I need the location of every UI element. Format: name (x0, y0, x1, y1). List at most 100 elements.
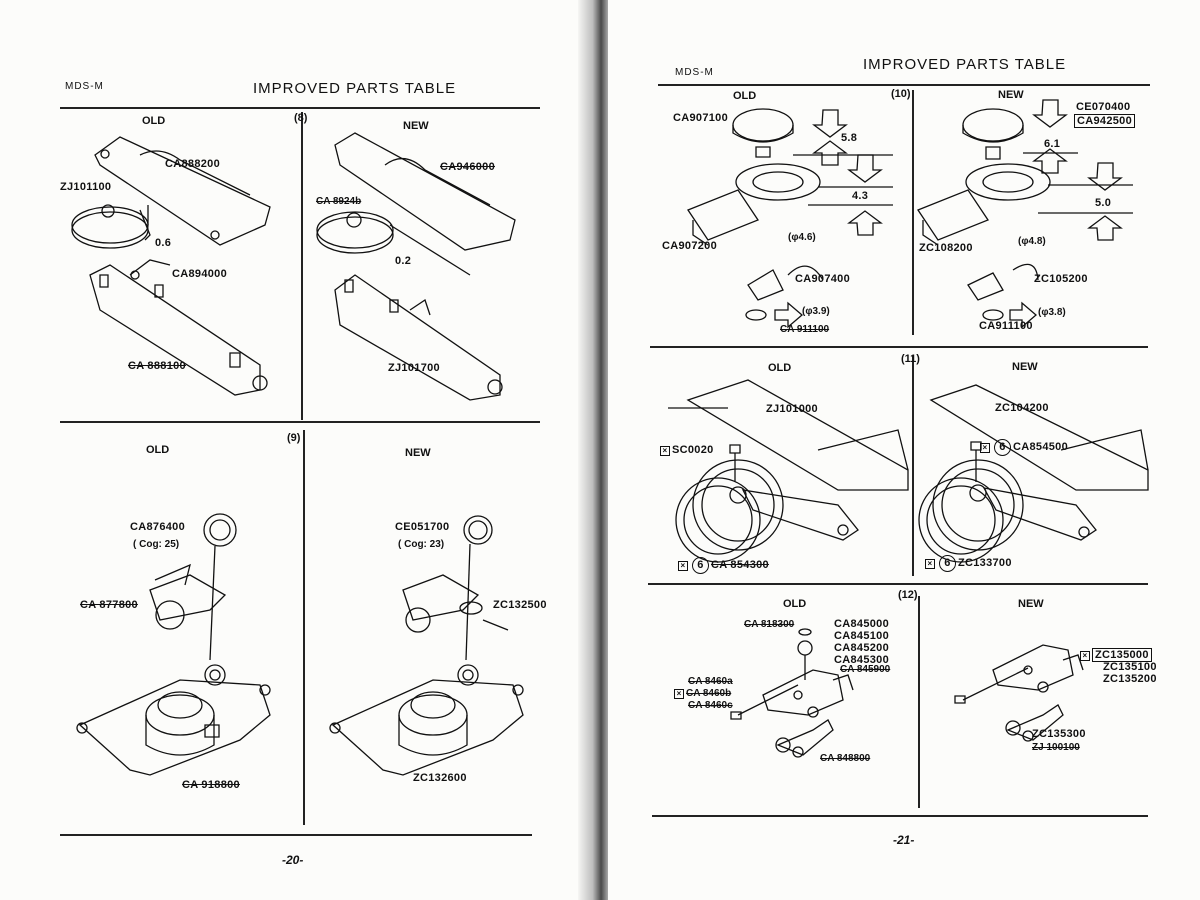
dim-phi-4-8: (φ4.8) (1018, 236, 1046, 247)
part-sc0020-label: SC0020 (672, 444, 714, 456)
dim-phi-3-9: (φ3.9) (802, 306, 830, 317)
divider-12 (918, 596, 920, 808)
part-ca942500: CA942500 (1074, 114, 1135, 128)
section-rule-8 (60, 421, 540, 423)
sec9-old-label: OLD (146, 444, 170, 456)
part-zc135300: ZC135300 (1032, 728, 1086, 740)
sec12-new-label: NEW (1018, 598, 1044, 610)
part-ca918800-old: CA 918800 (182, 779, 240, 791)
x-marker-icon: × (925, 559, 935, 569)
part-zj101000: ZJ101000 (766, 403, 818, 415)
sec10-old-illustration (678, 95, 903, 340)
sec10-new-illustration (918, 95, 1143, 340)
part-ca848800-old: CA 848800 (820, 753, 871, 764)
section-rule-12 (652, 815, 1148, 817)
sec10-old-label: OLD (733, 90, 757, 102)
page-title: IMPROVED PARTS TABLE (863, 56, 1067, 73)
sec11-old-illustration (658, 370, 908, 570)
part-zc132500: ZC132500 (493, 599, 547, 611)
part-ca8924b-old: CA 8924b (316, 196, 362, 207)
part-ca888200: CA888200 (165, 158, 220, 170)
dim-6-1: 6.1 (1044, 138, 1061, 150)
dim-4-3: 4.3 (852, 190, 869, 202)
sec11-new-illustration (916, 370, 1148, 570)
part-zc105200: ZC105200 (1034, 273, 1088, 285)
dim-phi-4-6: (φ4.6) (788, 232, 816, 243)
part-ce070400: CE070400 (1076, 101, 1131, 113)
part-zc135200: ZC135200 (1103, 673, 1157, 685)
part-ca845200: CA845200 (834, 642, 889, 654)
sec12-new-illustration (948, 630, 1108, 760)
sec12-old-illustration (718, 620, 918, 775)
x-marker-icon: × (980, 443, 990, 453)
qty-circle: 6 (939, 555, 956, 572)
part-zj101100: ZJ101100 (60, 181, 112, 193)
sec11-old-label: OLD (768, 362, 792, 374)
sec10-number: (10) (891, 88, 911, 100)
sec11-number: (11) (901, 353, 920, 365)
part-ca845100: CA845100 (834, 630, 889, 642)
qty-circle: 6 (994, 439, 1011, 456)
part-zc132600: ZC132600 (413, 772, 467, 784)
part-ca876400: CA876400 (130, 521, 185, 533)
part-ca8460b-old: ×CA 8460b (674, 688, 731, 699)
part-zc133700-label: ZC133700 (958, 557, 1012, 569)
part-ca818300-old: CA 818300 (744, 619, 795, 630)
divider-11 (912, 356, 914, 576)
dim-0-2: 0.2 (395, 255, 412, 267)
part-ca854500-label: CA854500 (1013, 441, 1068, 453)
part-ca845900-old: CA 845900 (840, 664, 891, 675)
cog-23: ( Cog: 23) (398, 539, 445, 550)
part-ca845300: CA845300 (834, 654, 889, 666)
part-zc135000-label: ZC135000 (1092, 648, 1152, 662)
part-ce051700: CE051700 (395, 521, 450, 533)
section-rule-9 (60, 834, 532, 836)
section-rule-11 (648, 583, 1148, 585)
sec9-old-illustration (60, 510, 300, 800)
dim-5-0: 5.0 (1095, 197, 1112, 209)
divider-8 (301, 112, 303, 420)
sec8-number: (8) (294, 112, 308, 124)
part-ca854300-label: CA 854300 (711, 559, 769, 571)
part-ca907200: CA907200 (662, 240, 717, 252)
divider-10 (912, 90, 914, 335)
left-page: MDS-M IMPROVED PARTS TABLE OLD (8) NEW C… (0, 0, 590, 900)
part-ca907100: CA907100 (673, 112, 728, 124)
dim-phi-3-8: (φ3.8) (1038, 307, 1066, 318)
part-ca946000-old: CA946000 (440, 161, 495, 173)
sec8-new-illustration (310, 125, 540, 410)
sec9-new-label: NEW (405, 447, 431, 459)
sec9-new-illustration (318, 510, 540, 800)
qty-circle: 6 (692, 557, 709, 574)
cog-25: ( Cog: 25) (133, 539, 180, 550)
part-ca911100-old: CA 911100 (780, 324, 830, 335)
x-marker-icon: × (1080, 651, 1090, 661)
page-number: -20- (282, 853, 304, 867)
part-ca8460c-old: CA 8460c (688, 700, 733, 711)
sec9-number: (9) (287, 432, 301, 444)
dim-0-6: 0.6 (155, 237, 172, 249)
part-ca894000: CA894000 (172, 268, 227, 280)
sec10-new-label: NEW (998, 89, 1024, 101)
sec8-old-label: OLD (142, 115, 166, 127)
x-marker-icon: × (660, 446, 670, 456)
part-ca888100-old: CA 888100 (128, 360, 186, 372)
right-page: MDS-M IMPROVED PARTS TABLE OLD (10) NEW (608, 0, 1200, 900)
page-title: IMPROVED PARTS TABLE (253, 80, 457, 97)
sec11-new-label: NEW (1012, 361, 1038, 373)
part-ca907400: CA907400 (795, 273, 850, 285)
part-ca877800-old: CA 877800 (80, 599, 138, 611)
part-zc108200: ZC108200 (919, 242, 973, 254)
sec8-new-label: NEW (403, 120, 429, 132)
part-zc135000: ×ZC135000 (1080, 648, 1152, 662)
page-number: -21- (893, 833, 915, 847)
header-rule (658, 84, 1150, 86)
sec8-old-illustration (60, 125, 300, 410)
part-ca8460b-label: CA 8460b (686, 688, 732, 699)
header-rule (60, 107, 540, 109)
sec12-old-label: OLD (783, 598, 807, 610)
section-rule-10 (650, 346, 1148, 348)
